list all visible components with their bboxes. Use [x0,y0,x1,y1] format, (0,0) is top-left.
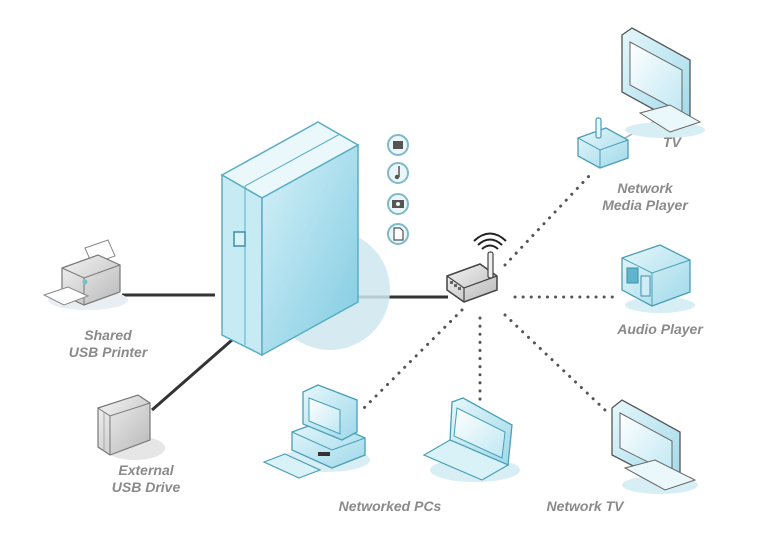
label-line: USB Drive [111,479,181,495]
usb-drive-device [97,394,165,460]
desktop-pc-device [262,384,370,479]
tv-device [621,27,705,138]
wireless-link-media-player [503,173,592,267]
wireless-link-desktop-pc [360,308,464,412]
music-note-icon [387,162,409,184]
label-network-tv: Network TV [535,498,635,515]
media-player-device [577,117,629,169]
label-shared-usb-printer: Shared USB Printer [58,327,158,361]
central-server [220,121,390,357]
folder-icon [387,134,409,156]
network-tv-device [611,399,698,494]
label-audio-player: Audio Player [605,321,715,338]
document-icon [387,223,409,245]
label-line: Network [617,180,673,196]
label-network-media-player: Network Media Player [590,180,700,214]
wireless-link-network-tv [503,313,607,412]
label-line: Networked PCs [338,498,442,514]
photo-icon [387,193,409,215]
audio-player-device [621,244,695,313]
label-line: TV [663,134,681,150]
wifi-icon [473,232,507,250]
media-icons [387,134,409,245]
label-external-usb-drive: External USB Drive [96,462,196,496]
label-line: USB Printer [68,344,148,360]
wired-link-usb-drive [151,338,233,412]
label-line: Shared [84,327,132,343]
label-networked-pcs: Networked PCs [325,498,455,515]
router [446,232,507,303]
label-line: Network TV [546,498,624,514]
label-line: External [118,462,174,478]
laptop-device [422,397,520,482]
printer-device [42,239,128,310]
label-tv: TV [652,134,692,151]
links [122,117,661,412]
label-line: Audio Player [617,321,703,337]
server-button [233,231,246,247]
label-line: Media Player [602,197,688,213]
